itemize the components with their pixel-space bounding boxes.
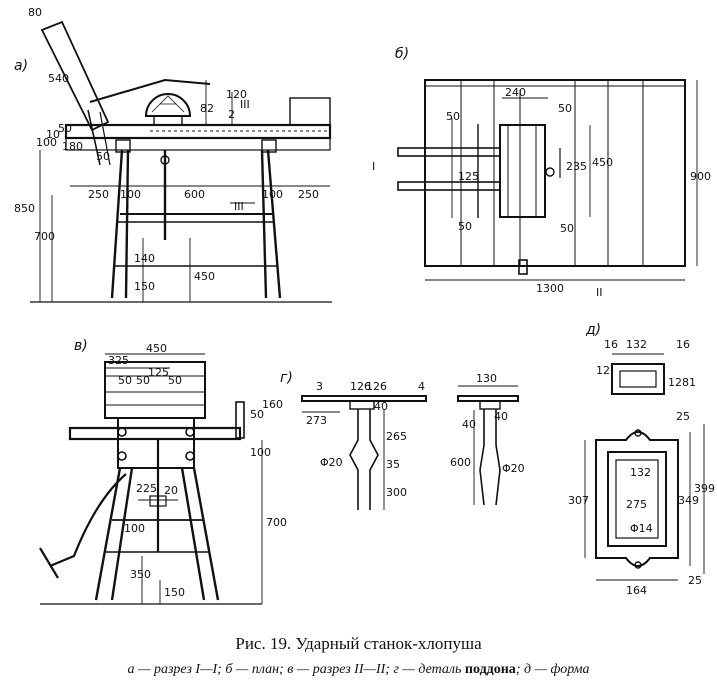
dimension-label: 1300 — [536, 282, 564, 295]
dimension-label: 700 — [266, 516, 287, 529]
dimension-label: 450 — [592, 156, 613, 169]
dimension-label: 273 — [306, 414, 327, 427]
dimension-label: Φ14 — [630, 522, 653, 535]
panel-d-pallet-detail — [301, 385, 519, 510]
dimension-label: Φ20 — [502, 462, 525, 475]
dimension-label: II — [596, 286, 603, 299]
dimension-label: 126 — [366, 380, 387, 393]
dimension-label: 235 — [566, 160, 587, 173]
panel-a-section — [30, 20, 332, 303]
figure-caption-legend: а — разрез I—I; б — план; в — разрез II—… — [0, 662, 717, 678]
dimension-label: 100 — [36, 136, 57, 149]
dimension-label: 125 — [148, 366, 169, 379]
dimension-label: 50 — [560, 222, 574, 235]
dimension-label: 100 — [250, 446, 271, 459]
panel-e-mold — [584, 353, 705, 581]
dimension-label: 850 — [14, 202, 35, 215]
dimension-label: 16 — [604, 338, 618, 351]
dimension-label: III — [240, 98, 250, 111]
dimension-label: 100 — [124, 522, 145, 535]
dimension-label: 40 — [462, 418, 476, 431]
dimension-label: 132 — [626, 338, 647, 351]
dimension-label: 120 — [226, 88, 247, 101]
dimension-label: 450 — [194, 270, 215, 283]
panel-c-label: в) — [74, 338, 88, 354]
dimension-label: 35 — [386, 458, 400, 471]
dimension-label: 180 — [62, 140, 83, 153]
dimension-label: 700 — [34, 230, 55, 243]
panel-c-section — [39, 353, 263, 605]
dimension-label: 265 — [386, 430, 407, 443]
dimension-label: 25 — [676, 410, 690, 423]
dimension-label: 140 — [134, 252, 155, 265]
dimension-label: 240 — [505, 86, 526, 99]
dimension-label: 50 — [446, 110, 460, 123]
panel-d-label: г) — [280, 370, 293, 386]
panel-b-label: б) — [395, 46, 409, 62]
dimension-label: 126 — [350, 380, 371, 393]
legend-bold-part: поддона — [464, 662, 516, 677]
dimension-label: 150 — [134, 280, 155, 293]
dimension-label: 150 — [164, 586, 185, 599]
dimension-label: 399 — [694, 482, 715, 495]
dimension-label: 82 — [200, 102, 214, 115]
dimension-label: 50 — [96, 150, 110, 163]
dimension-label: 350 — [130, 568, 151, 581]
dimension-label: 12 — [668, 376, 682, 389]
dimension-label: 25 — [688, 574, 702, 587]
dimension-label: 4 — [418, 380, 425, 393]
dimension-label: 349 — [678, 494, 699, 507]
dimension-label: 16 — [676, 338, 690, 351]
dimension-label: 300 — [386, 486, 407, 499]
dimension-label: III — [234, 200, 244, 213]
legend-text-part: ; д — форма — [515, 662, 590, 677]
legend-text-part: а — разрез I—I; б — план; в — разрез II—… — [127, 662, 465, 677]
dimension-label: 100 — [120, 188, 141, 201]
dimension-label: 50 — [58, 122, 72, 135]
dimension-label: 900 — [690, 170, 711, 183]
dimension-label: 160 — [262, 398, 283, 411]
dimension-label: 164 — [626, 584, 647, 597]
dimension-label: 100 — [262, 188, 283, 201]
dimension-label: 50 — [168, 374, 182, 387]
dimension-label: Φ20 — [320, 456, 343, 469]
dimension-label: 275 — [626, 498, 647, 511]
panel-b-plan — [397, 79, 698, 281]
dimension-label: 307 — [568, 494, 589, 507]
dimension-label: 2 — [228, 108, 235, 121]
dimension-label: 50 — [558, 102, 572, 115]
dimension-label: 40 — [374, 400, 388, 413]
dimension-label: 50 — [250, 408, 264, 421]
dimension-label: 80 — [28, 6, 42, 19]
dimension-label: I — [372, 160, 375, 173]
dimension-label: 225 — [136, 482, 157, 495]
dimension-label: 10 — [46, 128, 60, 141]
dimension-label: 50 — [136, 374, 150, 387]
figure-caption-title: Рис. 19. Ударный станок-хлопуша — [235, 634, 482, 653]
dimension-label: 12 — [596, 364, 610, 377]
dimension-label: 250 — [298, 188, 319, 201]
dimension-label: 130 — [476, 372, 497, 385]
dimension-label: 125 — [458, 170, 479, 183]
dimension-label: 40 — [494, 410, 508, 423]
dimension-label: 20 — [164, 484, 178, 497]
dimension-label: 132 — [630, 466, 651, 479]
panel-e-label: д) — [585, 322, 601, 338]
dimension-label: 600 — [450, 456, 471, 469]
dimension-label: 81 — [682, 376, 696, 389]
dimension-label: 450 — [146, 342, 167, 355]
dimension-label: 50 — [458, 220, 472, 233]
dimension-label: 325 — [108, 354, 129, 367]
dimension-label: 600 — [184, 188, 205, 201]
dimension-label: 540 — [48, 72, 69, 85]
dimension-label: 50 — [118, 374, 132, 387]
dimension-label: 250 — [88, 188, 109, 201]
dimension-label: 3 — [316, 380, 323, 393]
panel-a-label: а) — [14, 58, 28, 74]
